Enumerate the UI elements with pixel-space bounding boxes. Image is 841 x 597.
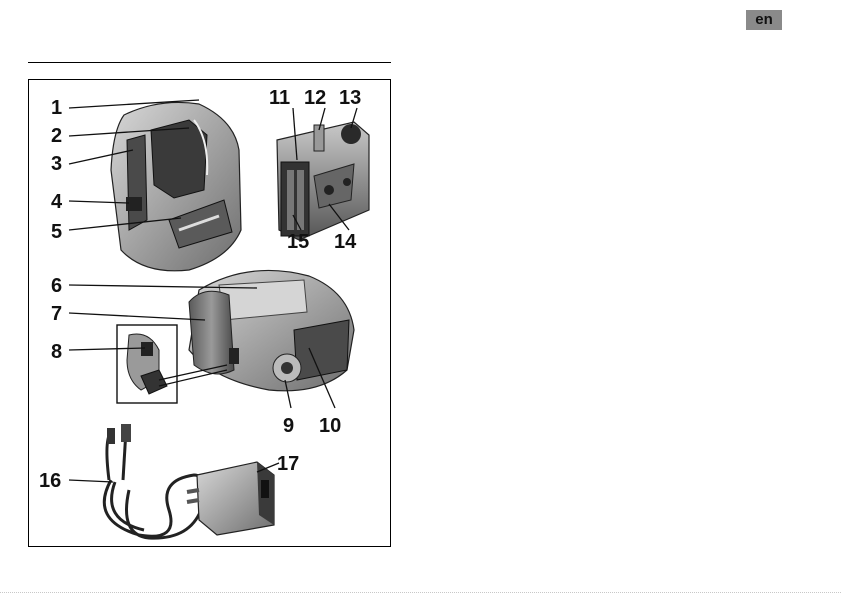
label-16: 16 (39, 470, 61, 492)
label-13: 13 (339, 87, 361, 109)
wall-mount (277, 122, 369, 240)
label-15: 15 (287, 231, 309, 253)
label-6: 6 (51, 275, 62, 297)
language-badge: en (746, 10, 782, 30)
header-rule (28, 62, 391, 63)
label-17: 17 (277, 453, 299, 475)
label-10: 10 (319, 415, 341, 437)
page-bottom-dotted-rule (0, 592, 841, 593)
label-7: 7 (51, 303, 62, 325)
label-3: 3 (51, 153, 62, 175)
label-14: 14 (334, 231, 357, 253)
laser-level-body (111, 102, 241, 270)
label-8: 8 (51, 341, 62, 363)
usb-plug (121, 424, 131, 442)
figure-frame: 1 2 3 4 5 6 7 8 9 10 11 12 13 14 15 16 1… (28, 79, 391, 547)
label-11: 11 (269, 87, 290, 109)
label-5: 5 (51, 221, 62, 243)
label-2: 2 (51, 125, 62, 147)
label-4: 4 (51, 191, 63, 213)
label-9: 9 (283, 415, 294, 437)
usb-cable (104, 430, 204, 538)
usb-charger (187, 462, 274, 535)
label-12: 12 (304, 87, 326, 109)
micro-usb-plug (107, 428, 115, 444)
label-1: 1 (51, 97, 62, 119)
product-illustration: 1 2 3 4 5 6 7 8 9 10 11 12 13 14 15 16 1… (29, 80, 392, 548)
